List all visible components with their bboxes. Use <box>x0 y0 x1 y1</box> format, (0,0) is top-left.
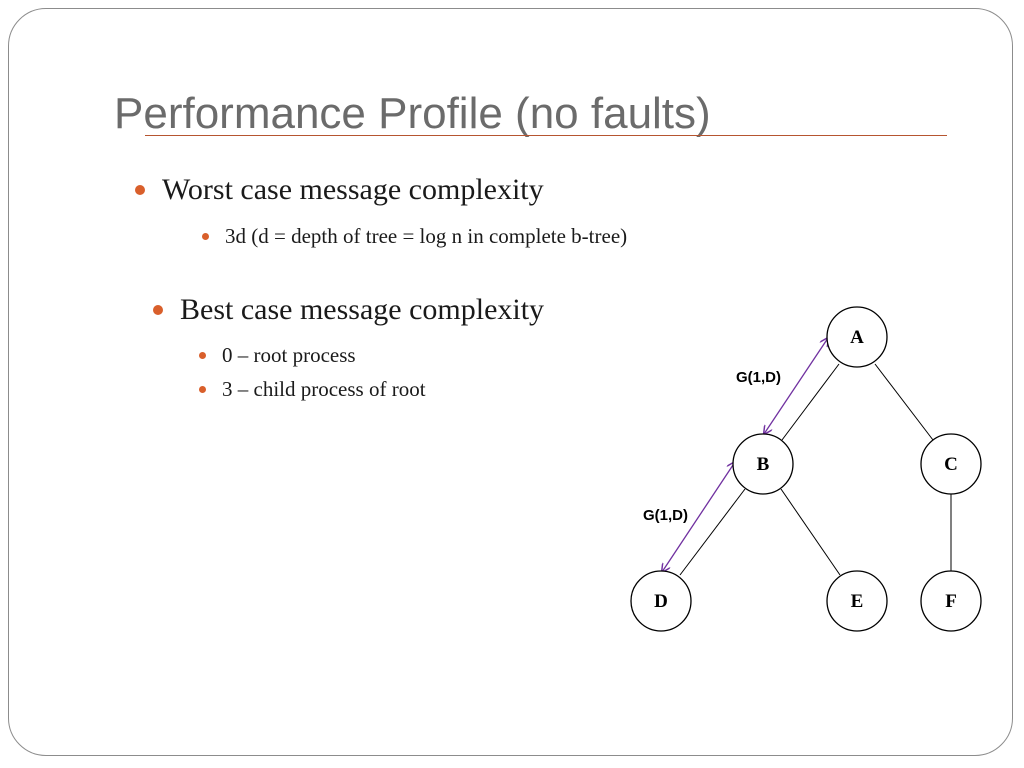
message-label-b-a: G(1,D) <box>736 369 781 386</box>
node-c-label: C <box>944 454 958 475</box>
sub-bullet-child-process-text: 3 – child process of root <box>222 377 426 401</box>
slide-title: Performance Profile (no faults) <box>114 89 711 138</box>
node-d-circle <box>630 570 692 632</box>
node-f: F <box>920 570 982 632</box>
node-c-circle <box>920 433 982 495</box>
sub-bullet-child-process: 3 – child process of root <box>199 376 426 402</box>
sub-bullet-root-process: 0 – root process <box>199 342 356 368</box>
edge-a-b <box>781 363 840 441</box>
tree-edges <box>679 363 952 576</box>
node-f-label: F <box>945 591 957 612</box>
edge-b-e <box>780 488 841 576</box>
tree-nodes: A B C D E F <box>630 306 982 632</box>
node-f-circle <box>920 570 982 632</box>
bullet-dot-icon <box>153 305 163 315</box>
node-d-label: D <box>654 591 668 612</box>
node-d: D <box>630 570 692 632</box>
sub-bullet-worst-case-detail-text: 3d (d = depth of tree = log n in complet… <box>225 224 628 248</box>
sub-bullet-dot-icon <box>202 233 209 240</box>
message-arrows: G(1,D) G(1,D) <box>643 338 828 572</box>
node-b-circle <box>732 433 794 495</box>
node-a: A <box>826 306 888 368</box>
edge-b-d <box>679 488 746 576</box>
node-e-circle <box>826 570 888 632</box>
sub-bullet-root-process-text: 0 – root process <box>222 343 356 367</box>
message-label-d-b: G(1,D) <box>643 507 688 524</box>
node-a-circle <box>826 306 888 368</box>
node-b-label: B <box>757 454 770 475</box>
title-underline <box>145 135 947 136</box>
bullet-dot-icon <box>135 185 145 195</box>
message-arrow-d-b <box>662 462 735 572</box>
node-c: C <box>920 433 982 495</box>
message-arrow-b-a <box>764 338 828 434</box>
node-e: E <box>826 570 888 632</box>
node-b: B <box>732 433 794 495</box>
bullet-worst-case: Worst case message complexity <box>135 172 544 208</box>
bullet-worst-case-text: Worst case message complexity <box>162 173 544 206</box>
bullet-best-case: Best case message complexity <box>153 292 545 328</box>
node-e-label: E <box>851 591 864 612</box>
bullet-best-case-text: Best case message complexity <box>180 293 545 326</box>
sub-bullet-worst-case-detail: 3d (d = depth of tree = log n in complet… <box>202 223 628 249</box>
sub-bullet-dot-icon <box>199 352 206 359</box>
node-a-label: A <box>850 327 864 348</box>
slide-frame <box>8 8 1013 756</box>
edge-a-c <box>874 363 934 441</box>
sub-bullet-dot-icon <box>199 386 206 393</box>
